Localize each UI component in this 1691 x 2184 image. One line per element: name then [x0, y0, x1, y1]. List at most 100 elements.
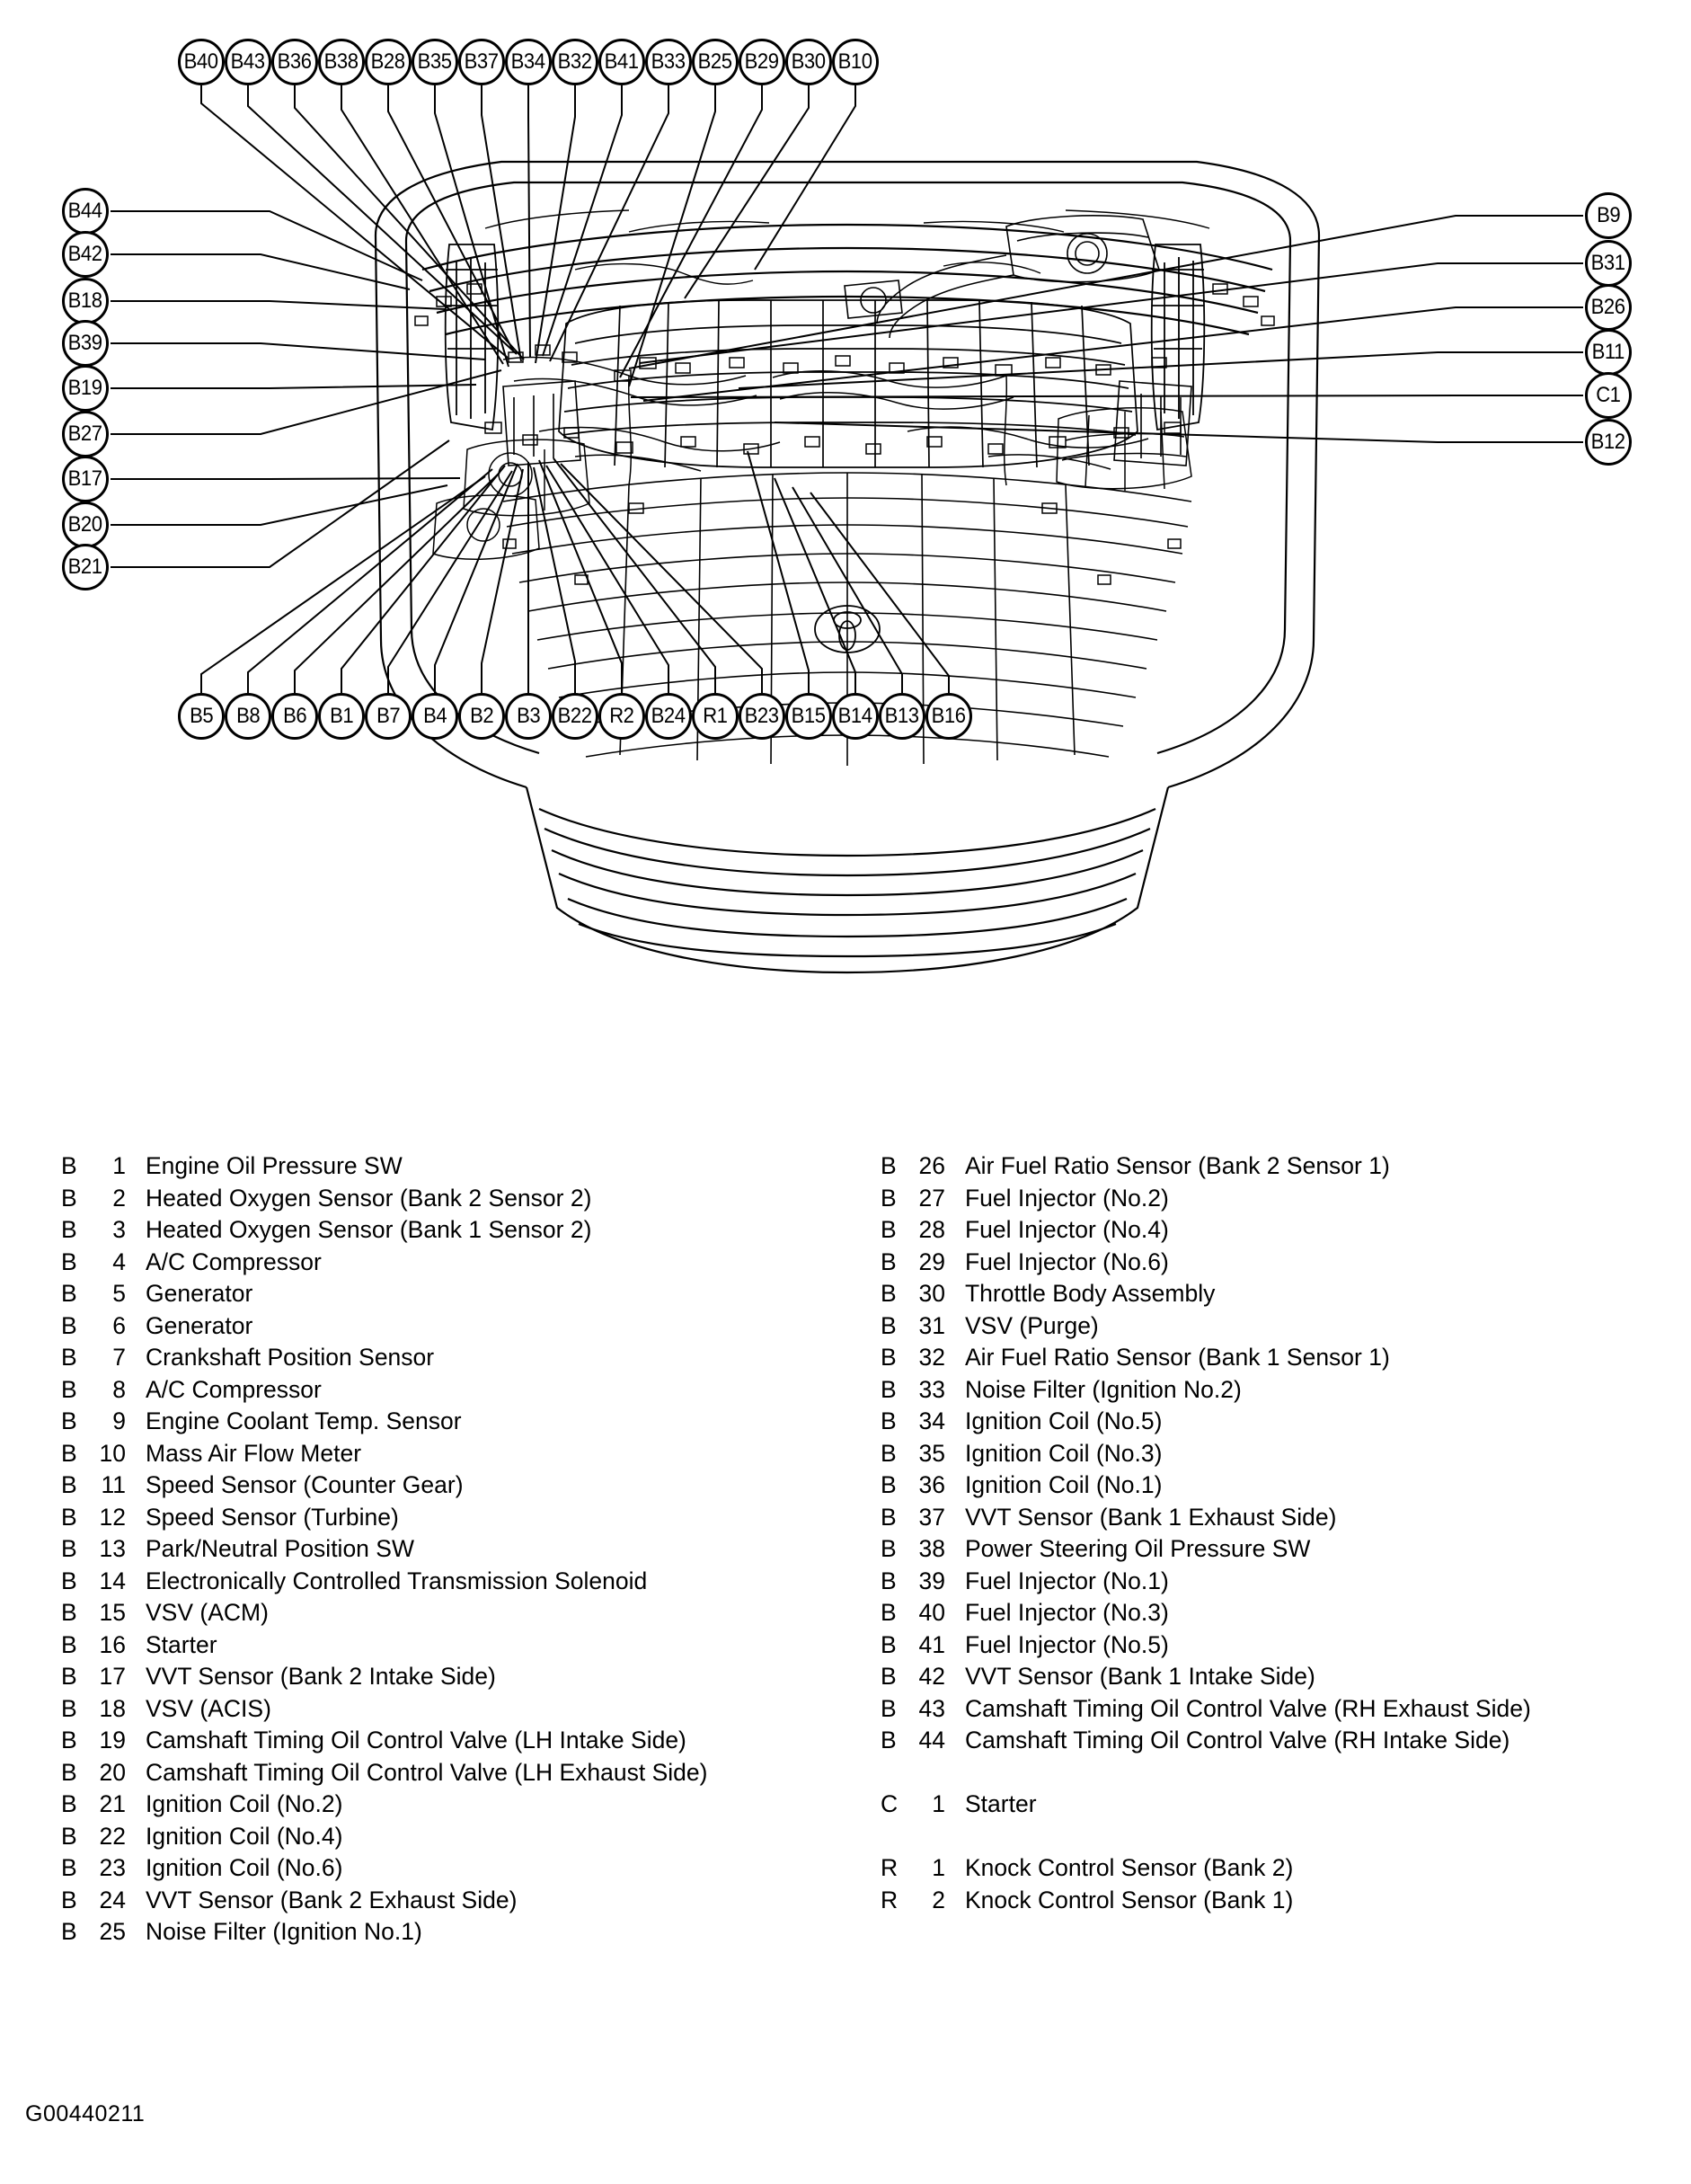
callout-b12[interactable]: B12 [1585, 419, 1632, 466]
callout-b17[interactable]: B17 [62, 456, 109, 502]
callout-label: B17 [68, 466, 102, 491]
callout-b42[interactable]: B42 [62, 231, 109, 278]
callout-b36[interactable]: B36 [271, 39, 318, 85]
callout-b27[interactable]: B27 [62, 411, 109, 457]
legend-description: Noise Filter (Ignition No.2) [965, 1375, 1242, 1403]
legend-number: 2 [932, 1886, 945, 1913]
callout-b39[interactable]: B39 [62, 320, 109, 367]
legend-number: 1 [932, 1854, 945, 1881]
legend-prefix: B [61, 1854, 77, 1881]
callout-b41[interactable]: B41 [598, 39, 645, 85]
callout-b5[interactable]: B5 [178, 693, 225, 740]
callout-b15[interactable]: B15 [785, 693, 832, 740]
callout-b3[interactable]: B3 [505, 693, 552, 740]
callout-b26[interactable]: B26 [1585, 284, 1632, 331]
legend-description: Generator [146, 1311, 253, 1339]
callout-b14[interactable]: B14 [832, 693, 879, 740]
callout-label: B42 [68, 241, 102, 266]
callout-b7[interactable]: B7 [365, 693, 412, 740]
legend-description: Engine Oil Pressure SW [146, 1152, 403, 1179]
callout-label: B1 [329, 703, 354, 728]
callout-b4[interactable]: B4 [412, 693, 458, 740]
callout-b28[interactable]: B28 [365, 39, 412, 85]
callout-b37[interactable]: B37 [458, 39, 505, 85]
callout-b44[interactable]: B44 [62, 188, 109, 235]
callout-b11[interactable]: B11 [1585, 329, 1632, 376]
legend-number: 36 [918, 1471, 945, 1498]
legend-prefix: B [61, 1471, 77, 1498]
legend-prefix: B [61, 1280, 77, 1307]
legend-number: 1 [112, 1152, 126, 1179]
callout-b1[interactable]: B1 [318, 693, 365, 740]
callout-b38[interactable]: B38 [318, 39, 365, 85]
legend-prefix: B [881, 1694, 897, 1722]
callout-label: B37 [465, 49, 499, 74]
callout-label: B16 [932, 703, 966, 728]
legend-number: 4 [112, 1247, 126, 1275]
legend-prefix: B [61, 1918, 77, 1945]
callout-b22[interactable]: B22 [552, 693, 598, 740]
callout-c1[interactable]: C1 [1585, 372, 1632, 419]
callout-label: B34 [511, 49, 545, 74]
callout-label: B35 [418, 49, 452, 74]
callout-b30[interactable]: B30 [785, 39, 832, 85]
callout-b40[interactable]: B40 [178, 39, 225, 85]
legend-number: 40 [918, 1599, 945, 1626]
callout-b16[interactable]: B16 [925, 693, 972, 740]
callout-b13[interactable]: B13 [879, 693, 925, 740]
legend-number: 3 [112, 1216, 126, 1243]
callout-b19[interactable]: B19 [62, 365, 109, 412]
callout-b29[interactable]: B29 [739, 39, 785, 85]
callout-label: B14 [838, 703, 872, 728]
legend-description: Starter [965, 1790, 1037, 1817]
callout-b32[interactable]: B32 [552, 39, 598, 85]
callout-label: B3 [516, 703, 541, 728]
callout-b35[interactable]: B35 [412, 39, 458, 85]
legend-description: VVT Sensor (Bank 1 Intake Side) [965, 1663, 1315, 1690]
legend-number: 16 [99, 1630, 126, 1658]
callout-label: B2 [469, 703, 494, 728]
legend-number: 13 [99, 1535, 126, 1562]
callout-label: B12 [1591, 429, 1625, 454]
legend-description: Fuel Injector (No.6) [965, 1247, 1169, 1275]
callout-b9[interactable]: B9 [1585, 192, 1632, 239]
callout-b24[interactable]: B24 [645, 693, 692, 740]
legend-prefix: B [881, 1439, 897, 1467]
legend-description: Ignition Coil (No.5) [965, 1407, 1163, 1434]
callout-b20[interactable]: B20 [62, 502, 109, 548]
legend-number: 29 [918, 1247, 945, 1275]
legend-prefix: B [61, 1886, 77, 1913]
callout-b8[interactable]: B8 [225, 693, 271, 740]
callout-b31[interactable]: B31 [1585, 240, 1632, 287]
callout-b33[interactable]: B33 [645, 39, 692, 85]
legend-prefix: B [61, 1311, 77, 1339]
callout-b23[interactable]: B23 [739, 693, 785, 740]
callout-b10[interactable]: B10 [832, 39, 879, 85]
legend-prefix: B [881, 1630, 897, 1658]
callout-b34[interactable]: B34 [505, 39, 552, 85]
callout-r2[interactable]: R2 [598, 693, 645, 740]
legend-prefix: B [881, 1727, 897, 1753]
callout-b18[interactable]: B18 [62, 278, 109, 324]
callout-label: B11 [1591, 339, 1625, 364]
callout-b21[interactable]: B21 [62, 544, 109, 590]
legend-prefix: B [881, 1311, 897, 1339]
callout-b25[interactable]: B25 [692, 39, 739, 85]
callout-label: B44 [68, 198, 102, 223]
callout-b43[interactable]: B43 [225, 39, 271, 85]
callout-r1[interactable]: R1 [692, 693, 739, 740]
legend-description: VVT Sensor (Bank 2 Intake Side) [146, 1663, 496, 1690]
callout-b2[interactable]: B2 [458, 693, 505, 740]
legend-description: VSV (ACM) [146, 1599, 269, 1626]
legend-number: 15 [99, 1599, 126, 1626]
legend-description: Camshaft Timing Oil Control Valve (RH Ex… [965, 1694, 1531, 1722]
legend-description: Camshaft Timing Oil Control Valve (RH In… [965, 1727, 1510, 1753]
callout-b6[interactable]: B6 [271, 693, 318, 740]
callout-label: B43 [231, 49, 265, 74]
